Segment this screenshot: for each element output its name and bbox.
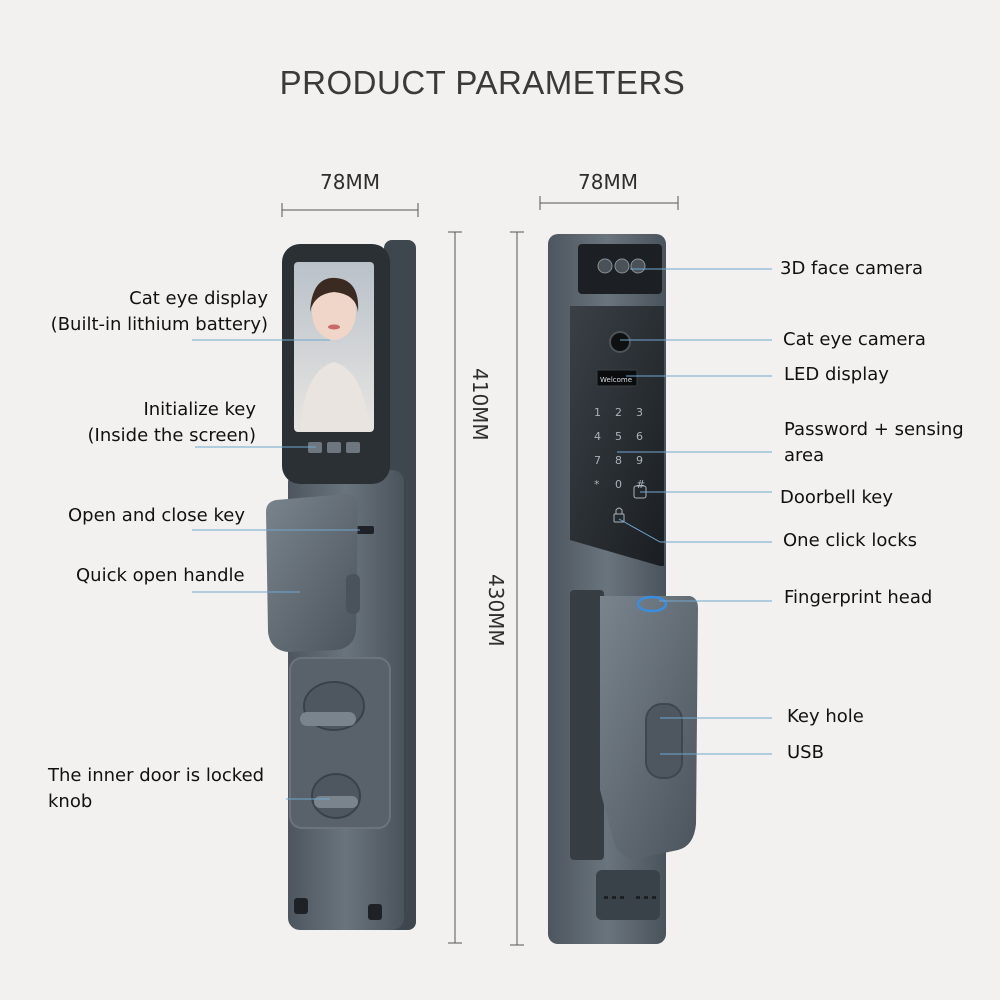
dimension-lines bbox=[281, 196, 679, 946]
arrow-right-icon bbox=[346, 442, 360, 453]
keypad-key[interactable]: 0 bbox=[615, 478, 622, 491]
page-title: PRODUCT PARAMETERS bbox=[279, 64, 686, 101]
label-open-close-key: Open and close key bbox=[68, 505, 245, 526]
face-camera-lens-2 bbox=[614, 258, 630, 274]
callout-lines bbox=[192, 268, 772, 800]
keypad-key[interactable]: 2 bbox=[615, 406, 622, 419]
grille-slots bbox=[604, 896, 656, 899]
keypad-key[interactable]: 6 bbox=[636, 430, 643, 443]
screw-hole-right bbox=[368, 904, 382, 920]
hair-shape bbox=[310, 277, 359, 312]
label-fingerprint-head: Fingerprint head bbox=[784, 587, 933, 608]
one-click-lock-key bbox=[613, 507, 625, 523]
screw-hole-left bbox=[294, 898, 308, 914]
label-initialize-key: Initialize key (Inside the screen) bbox=[87, 399, 256, 446]
led-display bbox=[596, 369, 638, 387]
label-usb: USB bbox=[787, 742, 824, 763]
label-inner-door-knob: The inner door is locked knob bbox=[48, 765, 265, 812]
inner-lock-panel bbox=[266, 240, 416, 930]
keypad: 1 2 3 4 5 6 7 8 9 * 0 # bbox=[594, 406, 645, 491]
face-camera-lens-3 bbox=[630, 258, 646, 274]
label-one-click-locks: One click locks bbox=[783, 530, 918, 551]
inner-locked-knob-lever bbox=[314, 796, 358, 808]
padlock-icon bbox=[613, 513, 625, 523]
label-doorbell-key: Doorbell key bbox=[780, 487, 894, 508]
lips-shape bbox=[328, 324, 340, 330]
left-width-label: 78MM bbox=[320, 170, 380, 194]
keypad-key[interactable]: # bbox=[636, 478, 645, 491]
label-key-hole: Key hole bbox=[787, 706, 864, 727]
outer-lock-panel: Welcome 1 2 3 4 5 6 7 8 9 * 0 # bbox=[548, 234, 698, 944]
right-width-label: 78MM bbox=[578, 170, 638, 194]
keypad-key[interactable]: 4 bbox=[594, 430, 601, 443]
label-password-sensing-area: Password + sensing area bbox=[784, 419, 964, 466]
face-camera-lens-1 bbox=[597, 258, 613, 274]
callout-one-click-locks-diagonal bbox=[618, 518, 661, 543]
upper-knob-lever bbox=[300, 712, 356, 726]
led-display-text: Welcome bbox=[600, 376, 632, 384]
grille-slot-3 bbox=[620, 896, 624, 899]
grille-slot-1 bbox=[604, 896, 608, 899]
keypad-key[interactable]: 5 bbox=[615, 430, 622, 443]
keypad-key[interactable]: 8 bbox=[615, 454, 622, 467]
portrait-image bbox=[300, 277, 370, 432]
grille-slot-4 bbox=[636, 896, 640, 899]
face-shape bbox=[312, 284, 356, 340]
center-key-icon bbox=[327, 442, 341, 453]
label-quick-open-handle: Quick open handle bbox=[76, 565, 245, 586]
label-led-display: LED display bbox=[784, 364, 889, 385]
shoulders-shape bbox=[300, 362, 370, 432]
battery-grille bbox=[596, 870, 660, 920]
padlock-shackle bbox=[615, 507, 623, 514]
label-cat-eye-display: Cat eye display (Built-in lithium batter… bbox=[50, 288, 268, 335]
grille-slot-6 bbox=[652, 896, 656, 899]
label-cat-eye-camera: Cat eye camera bbox=[783, 329, 926, 350]
handle-recess bbox=[570, 590, 604, 860]
keypad-key[interactable]: 1 bbox=[594, 406, 601, 419]
quick-open-handle bbox=[266, 494, 358, 652]
keypad-key[interactable]: 3 bbox=[636, 406, 643, 419]
cat-eye-camera-lens bbox=[609, 331, 631, 353]
label-3d-face-camera: 3D face camera bbox=[780, 258, 924, 279]
fingerprint-head bbox=[636, 595, 668, 613]
handle-neck bbox=[346, 574, 360, 614]
grille-slot-2 bbox=[612, 896, 616, 899]
keypad-key[interactable]: 7 bbox=[594, 454, 601, 467]
keypad-key[interactable]: * bbox=[594, 478, 600, 491]
keypad-key[interactable]: 9 bbox=[636, 454, 643, 467]
grille-slot-5 bbox=[644, 896, 648, 899]
glass-panel bbox=[570, 306, 664, 566]
key-hole-cover bbox=[645, 703, 683, 779]
